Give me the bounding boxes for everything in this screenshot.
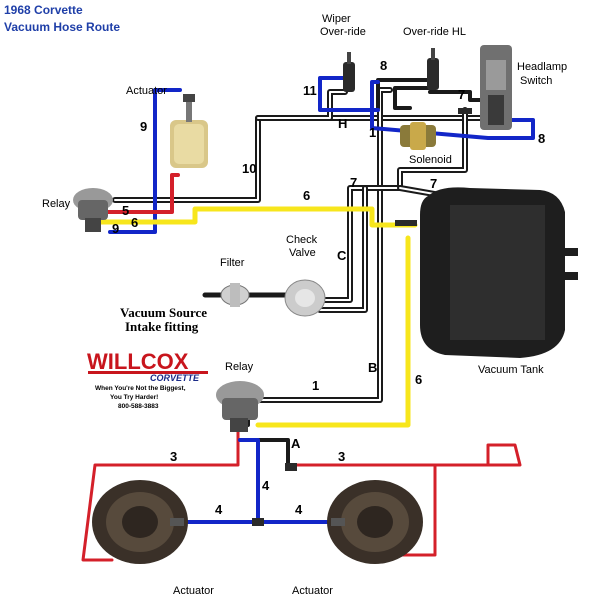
hose-label-7-top: 7 bbox=[458, 87, 465, 102]
logo-tagline2: You Try Harder! bbox=[110, 394, 158, 401]
check-valve bbox=[284, 279, 326, 317]
solenoid bbox=[400, 122, 436, 150]
label-actuator-right: Actuator bbox=[292, 585, 333, 597]
label-actuator-left: Actuator bbox=[173, 585, 214, 597]
label-filter: Filter bbox=[220, 257, 245, 269]
hose-label-6-top: 6 bbox=[303, 188, 310, 203]
hose-label-3-right: 3 bbox=[338, 449, 345, 464]
hose-A bbox=[253, 438, 290, 467]
hose-label-A: A bbox=[291, 436, 301, 451]
hose-label-10: 10 bbox=[242, 161, 256, 176]
hose-6-top bbox=[97, 206, 418, 228]
hose-1 bbox=[257, 87, 393, 403]
logo-phone: 800-588-3883 bbox=[118, 403, 159, 410]
label-relay-top: Relay bbox=[42, 198, 71, 210]
hose-label-8-top: 8 bbox=[380, 58, 387, 73]
logo-sub: CORVETTE bbox=[150, 373, 200, 383]
hose-label-1-top: 1 bbox=[369, 125, 376, 140]
label-wiper: Wiper bbox=[322, 13, 351, 25]
hose-label-B: B bbox=[368, 360, 377, 375]
label-switch: Switch bbox=[520, 75, 552, 87]
label-override-hl: Over-ride HL bbox=[403, 26, 466, 38]
willcox-logo: WILLCOX CORVETTE When You're Not the Big… bbox=[87, 349, 208, 410]
vacuum-tank bbox=[420, 187, 578, 358]
hose-label-11: 11 bbox=[303, 83, 317, 98]
logo-tagline1: When You're Not the Biggest, bbox=[95, 385, 186, 392]
hose-label-1-mid: 1 bbox=[312, 378, 319, 393]
label-check: Check bbox=[286, 234, 318, 246]
hose-number-labels: 11 8 8 7 7 7 H 1 9 10 5 6 9 6 C B 1 6 A … bbox=[112, 58, 545, 517]
label-relay-bottom: Relay bbox=[225, 361, 254, 373]
label-headlamp: Headlamp bbox=[517, 61, 567, 73]
hose-5 bbox=[98, 173, 180, 214]
logo-underline bbox=[88, 371, 208, 374]
hose-8-blue bbox=[370, 80, 535, 140]
hose-label-9-b: 9 bbox=[112, 221, 119, 236]
title-line2: Vacuum Hose Route bbox=[4, 20, 120, 34]
hose-3-right bbox=[286, 443, 522, 557]
hose-label-9-top: 9 bbox=[140, 119, 147, 134]
hose-label-H: H bbox=[338, 116, 347, 131]
hoses bbox=[81, 76, 535, 562]
override-hl-valve bbox=[427, 48, 439, 90]
wiper-override-valve bbox=[343, 52, 355, 92]
logo-name: WILLCOX bbox=[87, 349, 189, 374]
label-override: Over-ride bbox=[320, 26, 366, 38]
hose-label-C: C bbox=[337, 248, 347, 263]
tee-fittings bbox=[252, 108, 472, 526]
title-line1: 1968 Corvette bbox=[4, 3, 83, 17]
hose-B bbox=[317, 185, 368, 313]
hose-8-black bbox=[376, 78, 432, 110]
top-relay bbox=[73, 188, 113, 232]
hose-H bbox=[255, 89, 348, 121]
hose-label-3-left: 3 bbox=[170, 449, 177, 464]
hose-11 bbox=[318, 76, 380, 112]
headlamp-switch bbox=[480, 45, 512, 130]
hose-label-4-left: 4 bbox=[215, 502, 223, 517]
filter bbox=[220, 283, 250, 307]
label-valve: Valve bbox=[289, 247, 316, 259]
hose-label-4-up: 4 bbox=[262, 478, 270, 493]
label-actuator-top: Actuator bbox=[126, 85, 167, 97]
hose-4-up bbox=[238, 438, 260, 524]
hose-label-7-right: 7 bbox=[430, 176, 437, 191]
label-vacuum-tank: Vacuum Tank bbox=[478, 364, 544, 376]
hose-label-5: 5 bbox=[122, 203, 129, 218]
hose-3-left bbox=[81, 428, 240, 562]
hose-label-6-low: 6 bbox=[415, 372, 422, 387]
top-actuator bbox=[170, 94, 208, 168]
hose-label-7-mid: 7 bbox=[350, 175, 357, 190]
hose-label-4-right: 4 bbox=[295, 502, 303, 517]
hose-9 bbox=[108, 88, 182, 234]
actuator-right-canister bbox=[327, 480, 423, 564]
hose-label-6-a: 6 bbox=[131, 215, 138, 230]
hose-6-low bbox=[255, 235, 411, 428]
lower-relay bbox=[216, 381, 264, 432]
label-vacuum-source: Vacuum Source bbox=[120, 305, 207, 320]
actuator-left-canister bbox=[92, 480, 188, 564]
label-solenoid: Solenoid bbox=[409, 154, 452, 166]
label-intake-fitting: Intake fitting bbox=[125, 319, 199, 334]
hose-label-8-right: 8 bbox=[538, 131, 545, 146]
